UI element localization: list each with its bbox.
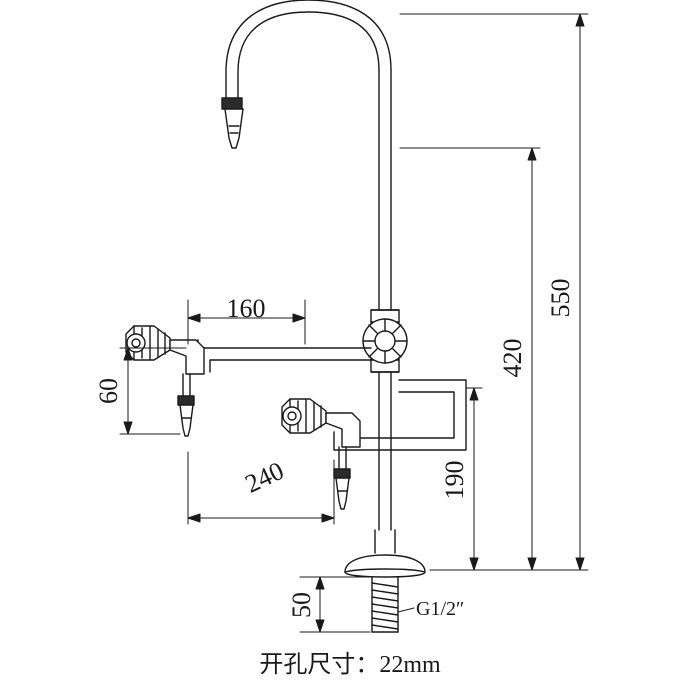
- dimension-thread-length: 50: [287, 592, 316, 618]
- main-riser: [378, 69, 392, 531]
- gooseneck-arc: [225, 0, 392, 101]
- dimension-upper-arm-length: 160: [227, 294, 266, 323]
- hole-size-caption: 开孔尺寸：22mm: [259, 651, 441, 678]
- dimension-spout-height: 420: [498, 339, 527, 378]
- upper-arm: [197, 339, 372, 373]
- dimension-left-nozzle-offset: 60: [94, 378, 123, 404]
- thread-spec-label: G1/2″: [416, 598, 464, 620]
- left-valve-assembly: [125, 325, 205, 437]
- gooseneck-nozzle: [221, 97, 244, 149]
- base-flange: [344, 529, 426, 578]
- threaded-shank: [371, 576, 399, 633]
- middle-valve-assembly: [281, 398, 361, 510]
- upper-valve-hub: [362, 309, 408, 373]
- dimension-lines: [119, 13, 589, 633]
- dimension-lower-arm-length: 240: [241, 456, 289, 499]
- dimension-overall-height: 550: [546, 279, 575, 318]
- dimension-lower-branch-height: 190: [440, 461, 469, 500]
